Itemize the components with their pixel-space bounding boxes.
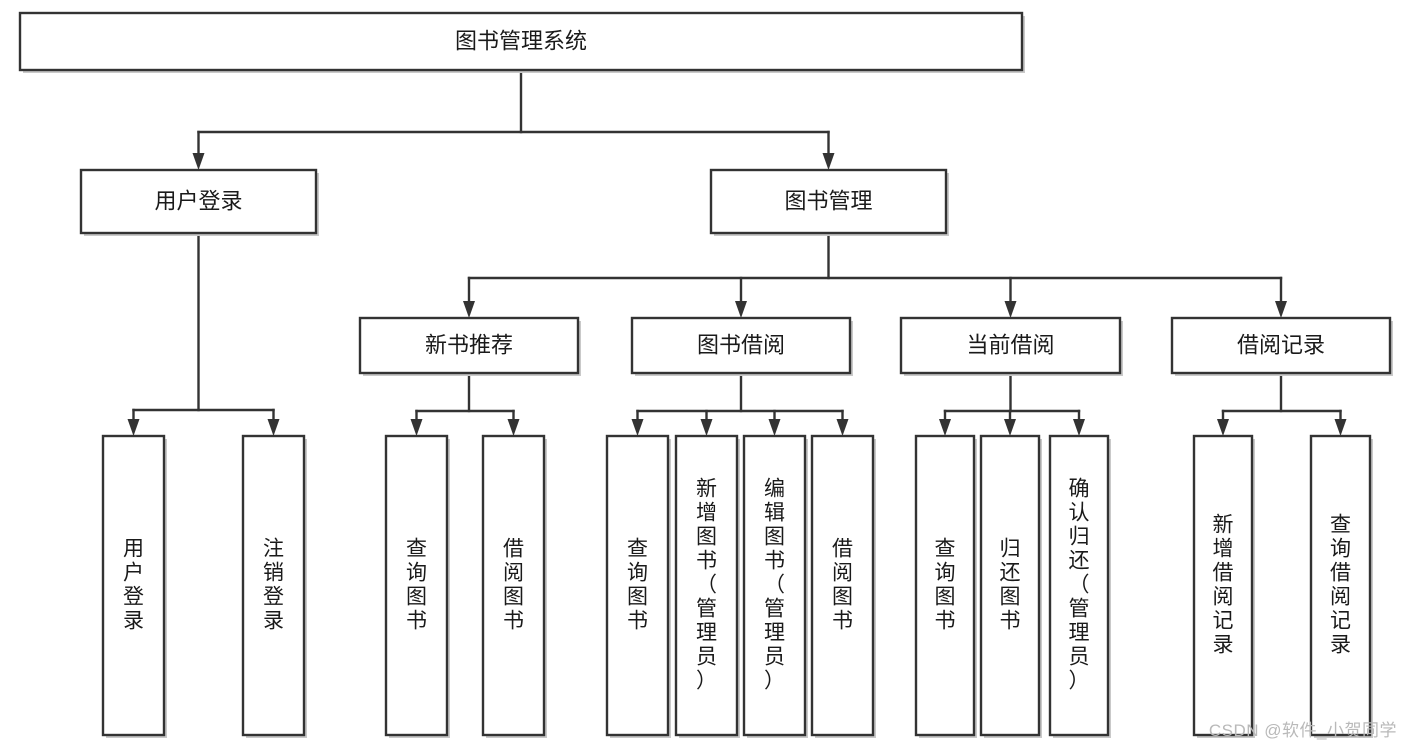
node-leaf-借阅图书[interactable]: 借阅图书 xyxy=(481,434,547,738)
node-label: 用户登录 xyxy=(154,188,242,213)
arrow-head-icon xyxy=(735,301,747,318)
node-leaf-查询借阅记录[interactable]: 查询借阅记录 xyxy=(1309,434,1373,738)
node-leaf-编辑图书管理员[interactable]: 编辑图书（管理员） xyxy=(742,434,808,738)
node-root-图书管理系统[interactable]: 图书管理系统 xyxy=(18,11,1025,73)
node-label: 图书借阅 xyxy=(697,332,785,357)
node-leaf-用户登录[interactable]: 用户登录 xyxy=(101,434,167,738)
node-label: 借阅图书 xyxy=(832,537,853,632)
node-label: 用户登录 xyxy=(123,537,144,632)
node-label: 编辑图书（管理员） xyxy=(764,477,785,692)
connector-layer xyxy=(127,68,1347,436)
node-label: 新增图书（管理员） xyxy=(696,477,717,692)
arrow-head-icon xyxy=(768,419,781,436)
node-label: 查询图书 xyxy=(627,537,648,632)
node-leaf-确认归还管理员[interactable]: 确认归还（管理员） xyxy=(1048,434,1111,738)
node-level1-用户登录[interactable]: 用户登录 xyxy=(79,168,319,236)
arrow-head-icon xyxy=(463,301,475,318)
node-label: 借阅图书 xyxy=(503,537,524,632)
arrow-head-icon xyxy=(410,419,423,436)
arrow-head-icon xyxy=(267,419,280,436)
node-level2-图书借阅[interactable]: 图书借阅 xyxy=(630,316,853,376)
node-level2-当前借阅[interactable]: 当前借阅 xyxy=(899,316,1123,376)
node-level2-新书推荐[interactable]: 新书推荐 xyxy=(358,316,581,376)
arrow-head-icon xyxy=(1073,419,1085,436)
node-label: 图书管理 xyxy=(784,188,872,213)
arrow-head-icon xyxy=(1275,301,1287,318)
node-label: 新书推荐 xyxy=(425,332,513,357)
arrow-head-icon xyxy=(700,419,713,436)
arrow-head-icon xyxy=(1334,419,1347,436)
node-leaf-查询图书[interactable]: 查询图书 xyxy=(914,434,977,738)
arrow-head-icon xyxy=(192,153,205,170)
node-label: 归还图书 xyxy=(1000,537,1021,632)
arrow-head-icon xyxy=(507,419,520,436)
node-label: 确认归还（管理员） xyxy=(1069,477,1090,692)
arrow-head-icon xyxy=(631,419,644,436)
node-leaf-注销登录[interactable]: 注销登录 xyxy=(241,434,307,738)
arrow-head-icon xyxy=(1004,301,1017,318)
arrow-head-icon xyxy=(127,419,140,436)
node-label: 查询图书 xyxy=(406,537,427,632)
node-label: 新增借阅记录 xyxy=(1213,513,1234,656)
node-leaf-查询图书[interactable]: 查询图书 xyxy=(605,434,671,738)
node-label: 查询图书 xyxy=(935,537,956,632)
node-level1-图书管理[interactable]: 图书管理 xyxy=(709,168,949,236)
node-label: 借阅记录 xyxy=(1237,332,1325,357)
node-label: 图书管理系统 xyxy=(455,28,587,53)
node-leaf-归还图书[interactable]: 归还图书 xyxy=(979,434,1042,738)
node-label: 查询借阅记录 xyxy=(1330,513,1351,656)
arrow-head-icon xyxy=(939,419,951,436)
arrow-head-icon xyxy=(1004,419,1016,436)
node-leaf-借阅图书[interactable]: 借阅图书 xyxy=(810,434,876,738)
arrow-head-icon xyxy=(836,419,849,436)
node-label: 注销登录 xyxy=(263,537,284,632)
arrow-head-icon xyxy=(822,153,835,170)
node-layer: 图书管理系统用户登录图书管理新书推荐图书借阅当前借阅借阅记录用户登录注销登录查询… xyxy=(18,11,1393,738)
node-leaf-查询图书[interactable]: 查询图书 xyxy=(384,434,450,738)
arrow-head-icon xyxy=(1217,419,1229,436)
node-leaf-新增借阅记录[interactable]: 新增借阅记录 xyxy=(1192,434,1255,738)
node-label: 当前借阅 xyxy=(966,332,1054,357)
node-level2-借阅记录[interactable]: 借阅记录 xyxy=(1170,316,1393,376)
node-leaf-新增图书管理员[interactable]: 新增图书（管理员） xyxy=(674,434,740,738)
